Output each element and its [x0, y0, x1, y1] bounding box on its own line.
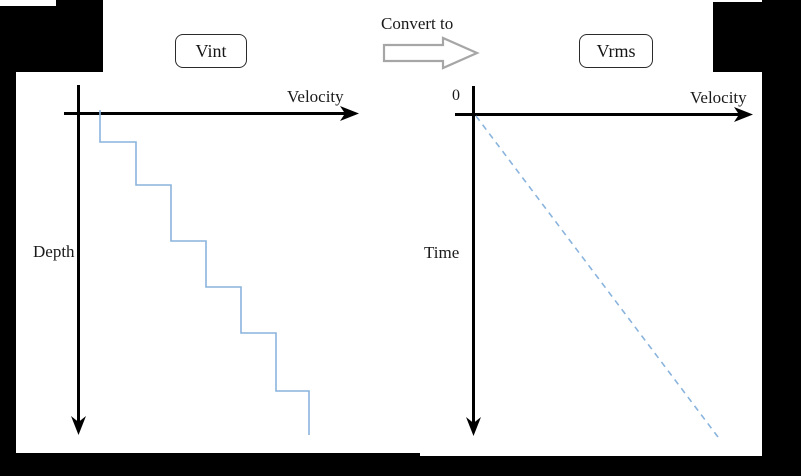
page-panel-upper-right — [103, 0, 713, 9]
page-panel-lower-right — [420, 440, 762, 456]
vrms-box-label: Vrms — [596, 40, 636, 61]
vrms-box: Vrms — [579, 34, 653, 68]
page-panel-upper-far — [713, 0, 762, 2]
vint-box: Vint — [175, 34, 247, 68]
vint-box-label: Vint — [195, 40, 227, 61]
right-plot-velocity-axis — [455, 113, 746, 116]
right-plot-origin-label: 0 — [452, 87, 460, 104]
left-plot-velocity-axis — [64, 112, 352, 115]
convert-to-arrow-icon — [382, 36, 480, 70]
right-plot-y-axis-label: Time — [424, 243, 460, 262]
page-panel-main-band — [16, 72, 762, 453]
left-plot-y-axis-label: Depth — [33, 242, 75, 261]
convert-to-label: Convert to — [381, 14, 454, 33]
left-plot-x-axis-label: Velocity — [287, 87, 344, 106]
right-plot-time-axis — [472, 86, 475, 431]
page-panel-top-strip — [0, 0, 56, 6]
right-plot-x-axis-label: Velocity — [690, 88, 747, 107]
left-plot-depth-axis — [77, 85, 80, 429]
